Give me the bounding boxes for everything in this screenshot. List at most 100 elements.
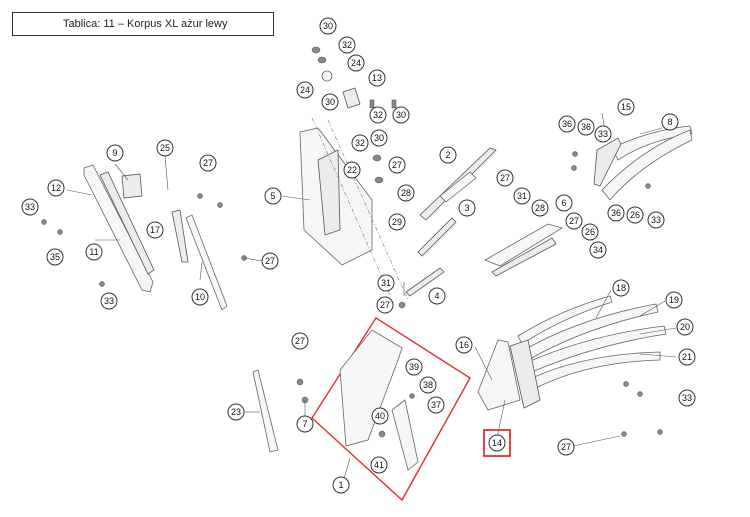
callout-16[interactable]: 16 <box>455 336 473 354</box>
callout-26-a[interactable]: 26 <box>581 223 599 241</box>
callout-32-a[interactable]: 32 <box>338 36 356 54</box>
part-plate-11[interactable] <box>83 164 155 293</box>
svg-text:23: 23 <box>231 407 241 417</box>
callout-11[interactable]: 11 <box>85 243 103 261</box>
callout-15[interactable]: 15 <box>617 98 635 116</box>
callout-20[interactable]: 20 <box>676 318 694 336</box>
svg-text:26: 26 <box>585 227 595 237</box>
callout-23[interactable]: 23 <box>227 403 245 421</box>
callout-28-a[interactable]: 28 <box>397 184 415 202</box>
callout-5[interactable]: 5 <box>264 187 282 205</box>
callout-3[interactable]: 3 <box>458 199 476 217</box>
callout-14[interactable]: 14 <box>488 434 506 452</box>
callout-30-c[interactable]: 30 <box>392 106 410 124</box>
callout-35[interactable]: 35 <box>46 248 64 266</box>
callout-38[interactable]: 38 <box>419 376 437 394</box>
callout-4[interactable]: 4 <box>428 287 446 305</box>
callout-22[interactable]: 22 <box>343 161 361 179</box>
callout-33-d[interactable]: 33 <box>647 211 665 229</box>
callout-27-c[interactable]: 27 <box>376 296 394 314</box>
callout-27-g[interactable]: 27 <box>557 438 575 456</box>
callout-30-b[interactable]: 30 <box>321 93 339 111</box>
callout-6[interactable]: 6 <box>555 194 573 212</box>
callout-34[interactable]: 34 <box>589 241 607 259</box>
callout-25[interactable]: 25 <box>156 139 174 157</box>
callout-17[interactable]: 17 <box>146 221 164 239</box>
callout-24-b[interactable]: 24 <box>296 81 314 99</box>
svg-text:27: 27 <box>569 216 579 226</box>
svg-text:32: 32 <box>373 110 383 120</box>
svg-text:24: 24 <box>351 58 361 68</box>
svg-text:30: 30 <box>396 110 406 120</box>
svg-text:2: 2 <box>445 150 450 160</box>
callout-27-f[interactable]: 27 <box>291 332 309 350</box>
callout-33-e[interactable]: 33 <box>678 389 696 407</box>
callout-36-b[interactable]: 36 <box>577 118 595 136</box>
callout-10[interactable]: 10 <box>191 288 209 306</box>
callout-31-b[interactable]: 31 <box>513 187 531 205</box>
callout-36-c[interactable]: 36 <box>607 204 625 222</box>
callout-37[interactable]: 37 <box>427 396 445 414</box>
hardware-bolts <box>41 151 663 437</box>
callout-9[interactable]: 9 <box>106 144 124 162</box>
svg-text:36: 36 <box>611 208 621 218</box>
part-shaft-4[interactable] <box>405 267 445 297</box>
svg-text:32: 32 <box>355 138 365 148</box>
callout-29[interactable]: 29 <box>388 213 406 231</box>
callout-40[interactable]: 40 <box>371 407 389 425</box>
part-clamp-13[interactable] <box>342 87 361 109</box>
callout-30-a[interactable]: 30 <box>319 17 337 35</box>
callout-33-a[interactable]: 33 <box>21 198 39 216</box>
callout-18[interactable]: 18 <box>612 279 630 297</box>
callout-7[interactable]: 7 <box>296 415 314 433</box>
part-plate-16[interactable] <box>477 339 521 411</box>
svg-text:22: 22 <box>347 165 357 175</box>
callout-41[interactable]: 41 <box>370 456 388 474</box>
callout-36-a[interactable]: 36 <box>558 115 576 133</box>
callout-32-b[interactable]: 32 <box>369 106 387 124</box>
callout-27-e[interactable]: 27 <box>565 212 583 230</box>
callout-19[interactable]: 19 <box>665 291 683 309</box>
svg-text:30: 30 <box>325 97 335 107</box>
callout-33-b[interactable]: 33 <box>100 292 118 310</box>
svg-text:36: 36 <box>562 119 572 129</box>
svg-text:26: 26 <box>630 210 640 220</box>
part-bracket-9[interactable] <box>121 173 143 199</box>
callout-24-a[interactable]: 24 <box>347 54 365 72</box>
callout-31-a[interactable]: 31 <box>377 274 395 292</box>
callout-27-a[interactable]: 27 <box>199 154 217 172</box>
callout-21[interactable]: 21 <box>678 348 696 366</box>
part-shaft-3[interactable] <box>417 217 457 257</box>
callout-32-c[interactable]: 32 <box>351 134 369 152</box>
callout-27-b[interactable]: 27 <box>388 156 406 174</box>
part-holder-15[interactable] <box>593 137 622 187</box>
part-plate-10[interactable] <box>171 209 228 311</box>
callout-13[interactable]: 13 <box>368 69 386 87</box>
part-shaft-2[interactable] <box>419 147 497 221</box>
part-moldboard-18-21[interactable] <box>509 295 667 409</box>
svg-text:24: 24 <box>300 85 310 95</box>
callout-28-b[interactable]: 28 <box>531 199 549 217</box>
part-plate-23[interactable] <box>252 369 279 453</box>
svg-text:37: 37 <box>431 400 441 410</box>
callout-27-h[interactable]: 27 <box>261 252 279 270</box>
part-bracket-6[interactable] <box>484 223 563 277</box>
svg-text:11: 11 <box>89 247 98 257</box>
callout-39[interactable]: 39 <box>405 358 423 376</box>
svg-text:33: 33 <box>682 393 692 403</box>
svg-text:39: 39 <box>409 362 419 372</box>
callout-12[interactable]: 12 <box>47 179 65 197</box>
svg-text:34: 34 <box>593 245 603 255</box>
callout-26-b[interactable]: 26 <box>626 206 644 224</box>
highlighted-assembly-1[interactable] <box>311 317 471 502</box>
callout-2[interactable]: 2 <box>439 146 457 164</box>
callout-33-c[interactable]: 33 <box>594 125 612 143</box>
part-frame-5[interactable] <box>299 127 373 266</box>
callout-8[interactable]: 8 <box>661 113 679 131</box>
svg-text:33: 33 <box>25 202 35 212</box>
callout-1[interactable]: 1 <box>332 476 350 494</box>
callout-27-d[interactable]: 27 <box>496 169 514 187</box>
callout-30-d[interactable]: 30 <box>370 129 388 147</box>
svg-text:30: 30 <box>374 133 384 143</box>
part-blade-8[interactable] <box>601 125 693 201</box>
